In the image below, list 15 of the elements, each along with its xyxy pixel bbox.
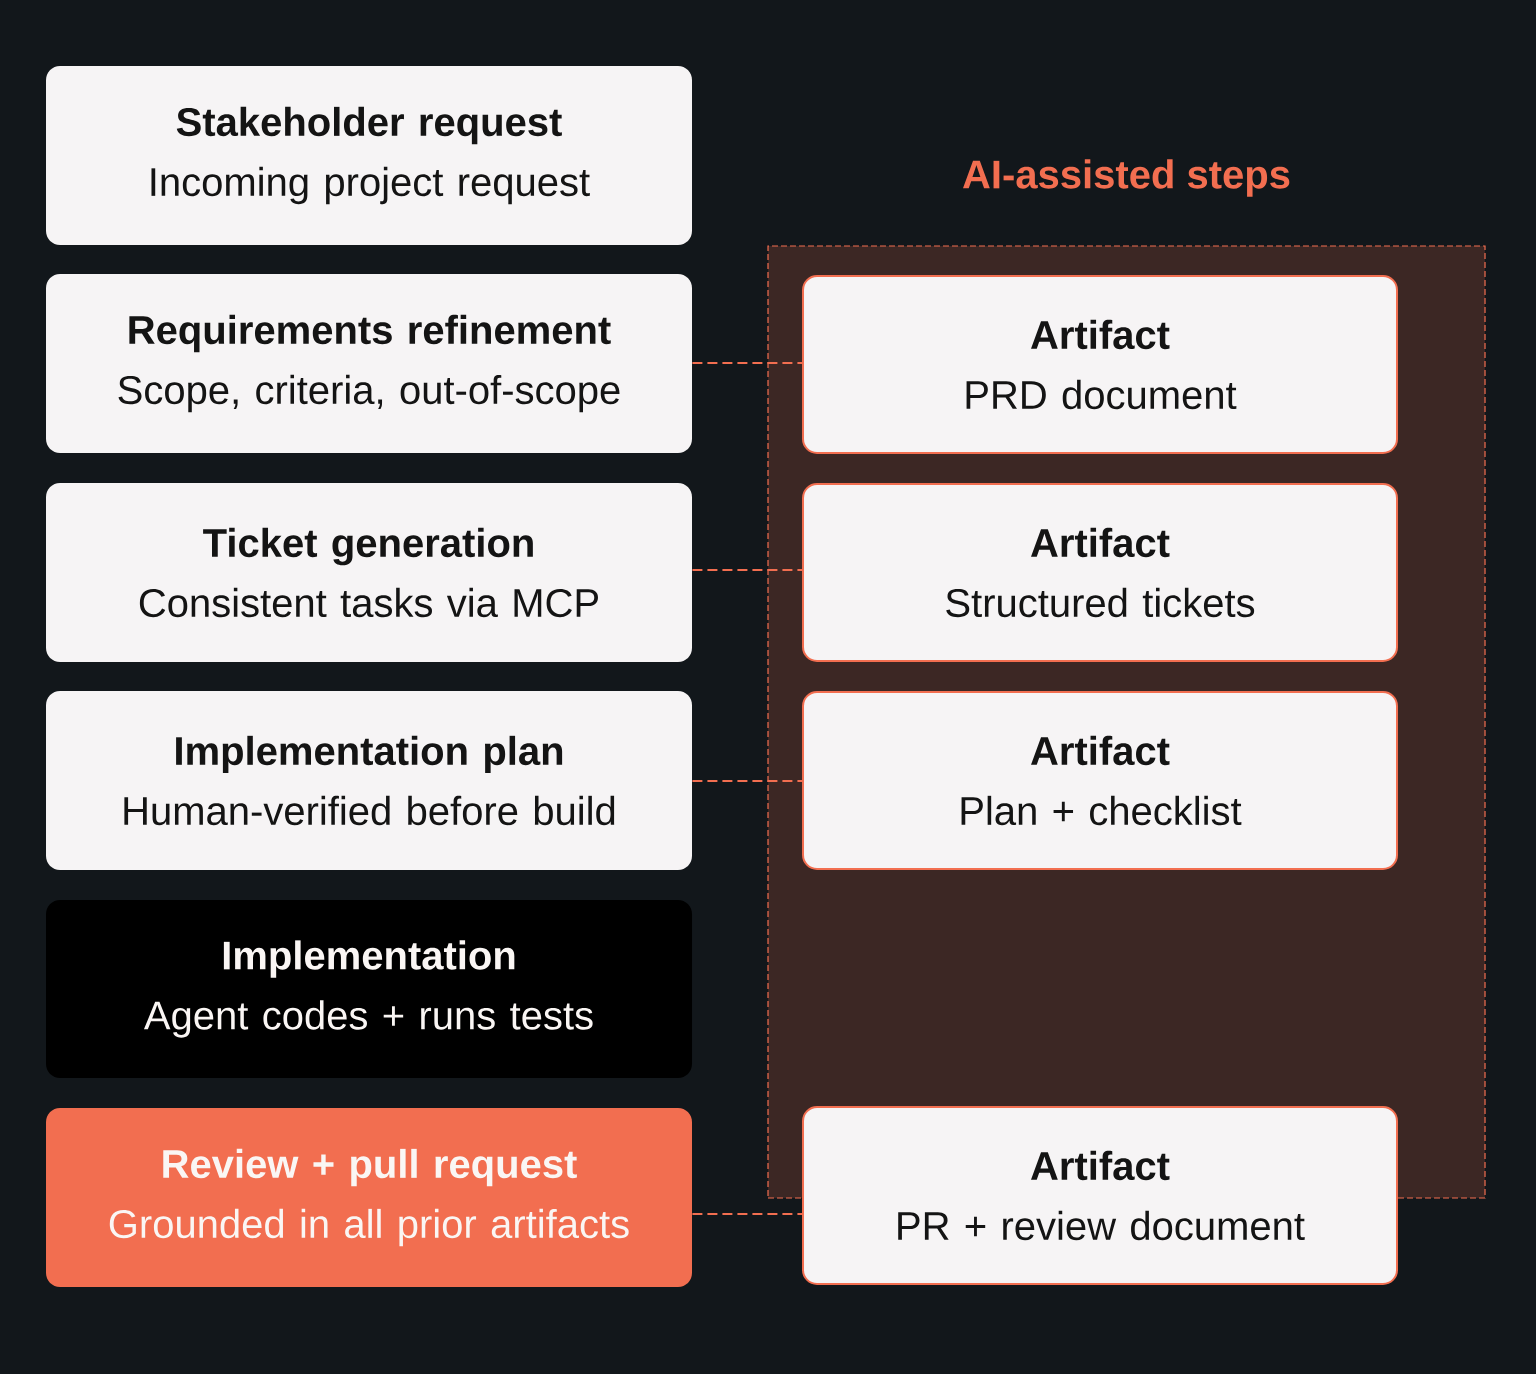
connector-line bbox=[691, 1213, 803, 1215]
artifact-box: Artifact Plan + checklist bbox=[802, 691, 1398, 870]
artifact-box: Artifact PRD document bbox=[802, 275, 1398, 454]
step-box: Requirements refinement Scope, criteria, out-of-scope bbox=[46, 274, 692, 453]
artifact-box: Artifact PR + review document bbox=[802, 1106, 1398, 1285]
step-box: Stakeholder request Incoming project request bbox=[46, 66, 692, 245]
step-box: Review + pull request Grounded in all prior artifacts bbox=[46, 1108, 692, 1287]
step-box: Ticket generation Consistent tasks via MCP bbox=[46, 483, 692, 662]
step-box: Implementation Agent codes + runs tests bbox=[46, 900, 692, 1078]
step-box: Implementation plan Human-verified before build bbox=[46, 691, 692, 870]
connector-line bbox=[691, 569, 803, 571]
group-heading: AI-assisted steps bbox=[963, 159, 1290, 197]
artifact-box: Artifact Structured tickets bbox=[802, 483, 1398, 662]
connector-line bbox=[691, 780, 803, 782]
connector-line bbox=[691, 362, 803, 364]
